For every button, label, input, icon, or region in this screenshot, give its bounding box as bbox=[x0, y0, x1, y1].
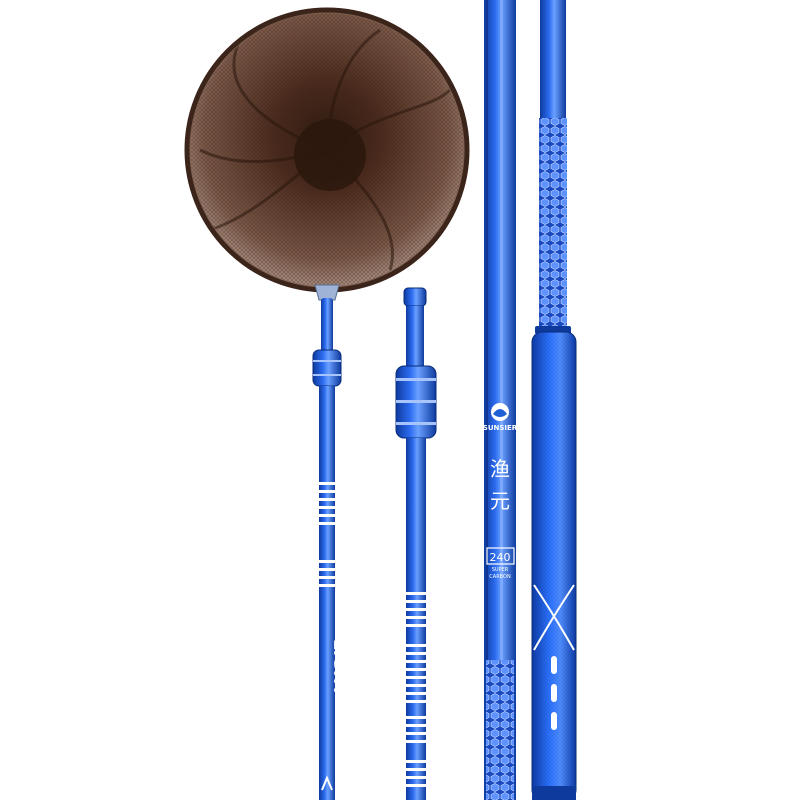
shaft-section-2 bbox=[395, 287, 437, 800]
brand-label: SUNSIER bbox=[483, 424, 518, 432]
landing-net bbox=[184, 7, 470, 301]
length-badge bbox=[486, 547, 515, 565]
series-char-2: 元 bbox=[490, 489, 510, 513]
grip-slots bbox=[551, 656, 557, 730]
length-code: 240 bbox=[490, 551, 511, 564]
net-joint bbox=[314, 284, 340, 301]
shaft-net-pole: LIGHT bbox=[312, 298, 349, 800]
grip-x-mark bbox=[533, 584, 575, 651]
material-text-1: SUPER bbox=[492, 567, 509, 573]
series-char-1: 渔 bbox=[490, 457, 510, 481]
net-center bbox=[294, 119, 366, 191]
hex-grip-3 bbox=[486, 660, 514, 800]
shaft-text-light: LIGHT bbox=[329, 640, 349, 698]
pole-stripes-2 bbox=[404, 592, 428, 787]
pole-stripes-1 bbox=[317, 482, 337, 587]
sunsier-logo-icon bbox=[491, 403, 509, 421]
hex-band bbox=[539, 118, 567, 326]
shaft-section-3: SUNSIER 渔 元 240 SUPER CARBON bbox=[483, 0, 518, 800]
handle-section bbox=[531, 0, 577, 800]
pole-collar-1 bbox=[312, 349, 342, 387]
pole-chevron bbox=[321, 775, 333, 791]
material-text-2: CARBON bbox=[489, 574, 511, 580]
